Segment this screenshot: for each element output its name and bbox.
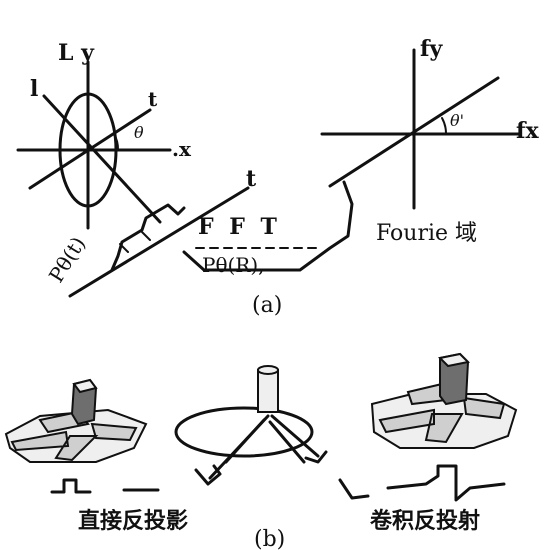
label-ly: L y xyxy=(58,40,95,66)
direct-bp-peak-top xyxy=(72,378,98,394)
label-p-theta-t: Pθ(t) xyxy=(44,232,90,286)
ray-left-2 xyxy=(224,418,266,464)
projection-baseline xyxy=(68,186,250,298)
label-theta-prime: θ' xyxy=(450,111,464,130)
conv-bp-peak-top xyxy=(437,352,471,368)
label-direct-bp: 直接反投影 xyxy=(78,508,188,534)
projection-profile-edge xyxy=(119,231,151,253)
direct-backprojection-image: 直接反投影 xyxy=(4,378,188,534)
label-fourier-domain: Fourie 域 xyxy=(376,221,477,246)
label-fx: fx xyxy=(516,118,539,144)
caption-a: (a) xyxy=(252,293,282,318)
label-fft: F F T xyxy=(198,214,281,240)
label-conv-bp: 卷积反投射 xyxy=(369,508,480,534)
label-l: l xyxy=(30,76,38,102)
rotated-slice xyxy=(328,76,500,188)
label-x: .x xyxy=(172,137,192,161)
t-axis-rotated xyxy=(28,108,152,190)
detector-right xyxy=(304,450,370,500)
convolution-backprojection-image: 卷积反投射 xyxy=(369,352,518,534)
label-t-axis: t xyxy=(246,166,257,192)
projection-rays-diagram xyxy=(174,365,370,500)
ray-right xyxy=(270,414,320,458)
label-p-theta-r: Pθ(R), xyxy=(202,253,265,277)
label-theta: θ xyxy=(134,123,144,142)
theta-arc xyxy=(113,133,120,151)
conv-bp-profile xyxy=(386,464,506,502)
theta-prime-arc xyxy=(441,117,448,135)
detector-left xyxy=(194,464,222,486)
caption-b: (b) xyxy=(254,527,285,550)
fft-arrow xyxy=(182,180,354,272)
integration-line xyxy=(42,94,162,224)
label-fy: fy xyxy=(420,36,443,62)
projection-column xyxy=(257,369,279,413)
projection-profile xyxy=(110,203,186,272)
ray-right-2 xyxy=(268,420,306,464)
direct-bp-profile xyxy=(50,478,160,494)
projection-plane xyxy=(174,406,314,458)
fft-transform: F F T Pθ(R), xyxy=(182,180,354,277)
direct-bp-spokes xyxy=(10,410,138,462)
projection-column-top xyxy=(257,365,279,375)
fourier-domain-diagram: fy fx θ' Fourie 域 xyxy=(320,36,539,246)
label-t-top: t xyxy=(148,87,158,111)
